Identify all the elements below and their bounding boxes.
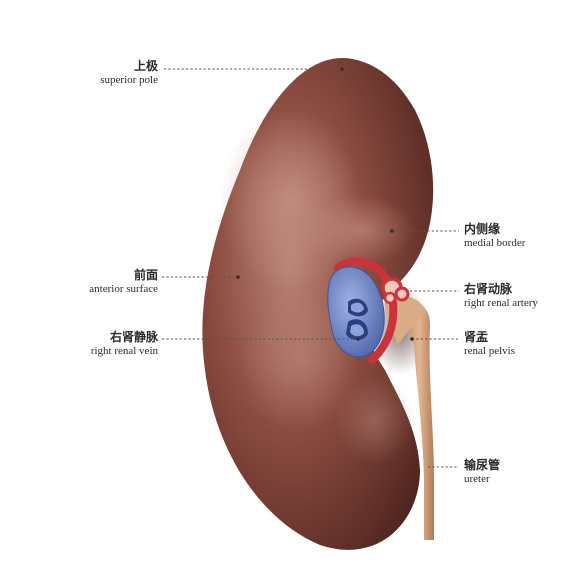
label-anterior-surface: 前面 anterior surface <box>89 268 158 295</box>
label-zh: 上极 <box>133 59 158 73</box>
label-zh: 内侧缘 <box>464 222 501 236</box>
kidney-highlight <box>305 195 415 265</box>
label-zh: 前面 <box>133 268 158 282</box>
label-superior-pole: 上极 superior pole <box>100 59 158 86</box>
label-en: right renal artery <box>464 296 538 309</box>
artery-ring <box>394 286 410 302</box>
label-en: superior pole <box>100 73 158 86</box>
label-right-renal-vein: 右肾静脉 right renal vein <box>90 330 158 357</box>
label-en: right renal vein <box>90 344 158 357</box>
label-en: ureter <box>464 472 490 485</box>
leader-dot <box>356 337 360 341</box>
kidney-highlight <box>240 290 360 430</box>
label-en: renal pelvis <box>464 344 516 357</box>
vein-lumen-inner <box>350 324 364 337</box>
ureter-tube <box>404 306 434 540</box>
label-en: medial border <box>464 236 526 249</box>
label-medial-border: 内侧缘 medial border <box>464 222 526 249</box>
leader-dot <box>340 67 344 71</box>
label-zh: 肾盂 <box>464 330 489 344</box>
leader-dot <box>236 275 240 279</box>
label-right-renal-artery: 右肾动脉 right renal artery <box>464 282 538 309</box>
kidney-highlight <box>335 375 415 465</box>
label-zh: 右肾动脉 <box>464 282 513 296</box>
artery-ring <box>383 291 397 305</box>
vein-lumen-inner <box>351 302 364 313</box>
label-renal-pelvis: 肾盂 renal pelvis <box>464 330 516 357</box>
label-ureter: 输尿管 ureter <box>464 458 501 485</box>
label-zh: 右肾静脉 <box>109 330 158 344</box>
leader-dot <box>410 337 414 341</box>
label-zh: 输尿管 <box>464 458 501 472</box>
label-en: anterior surface <box>89 282 158 295</box>
leader-dot <box>390 229 394 233</box>
